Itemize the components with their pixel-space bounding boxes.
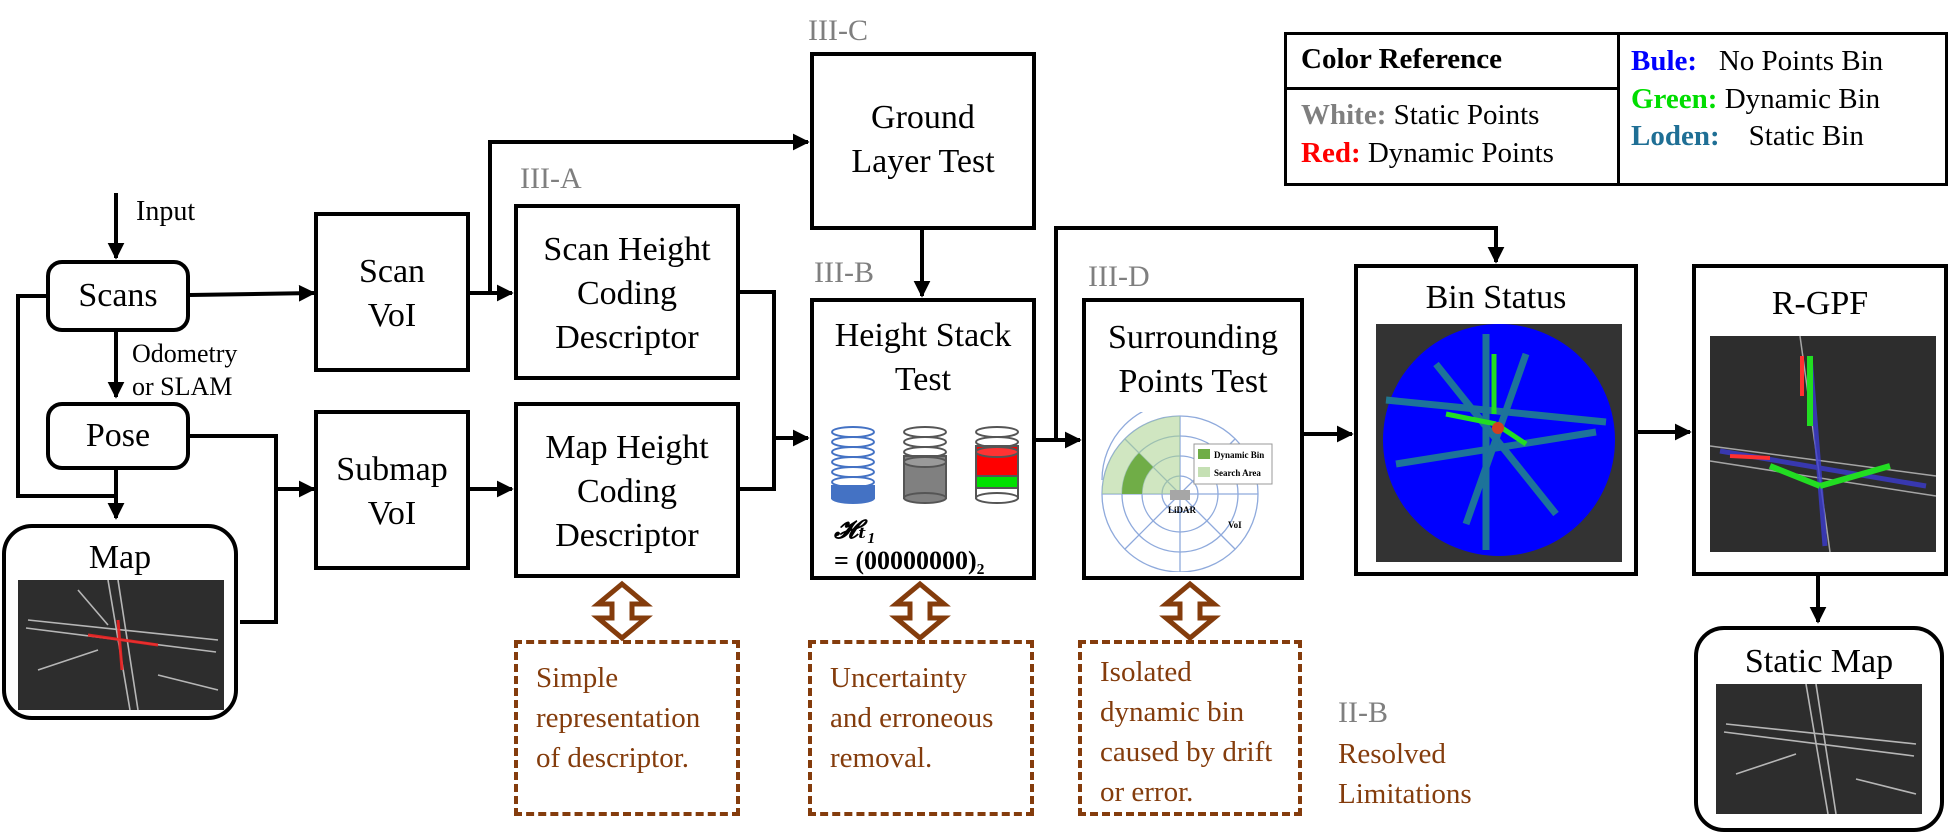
- color-reference-legend: Color Reference White: Static Points Red…: [1284, 32, 1948, 186]
- pose-to-submapvoi-arrow: [190, 434, 316, 498]
- bin-status-node: Bin Status: [1354, 264, 1638, 576]
- static-map-node: Static Map: [1694, 626, 1944, 832]
- section-tag-iii-b: III-B: [814, 256, 874, 289]
- rgpf-node: R-GPF: [1692, 264, 1948, 576]
- lidar-label: LiDAR: [1168, 505, 1197, 515]
- stack-icon-red-green: [975, 426, 1019, 504]
- mapdesc-to-heightstack-arrow: [740, 438, 776, 491]
- pose-node: Pose: [46, 402, 190, 470]
- static-map-title: Static Map: [1744, 643, 1894, 680]
- section-tag-iii-d: III-D: [1088, 260, 1150, 293]
- heightstack-to-binstatus-arrow: [1054, 226, 1505, 440]
- voi-label: VoI: [1228, 520, 1242, 530]
- bin-status-image: [1376, 324, 1622, 562]
- legend-title-rule: [1287, 87, 1617, 90]
- legend-key-green: Green:: [1631, 82, 1718, 115]
- map-node: Map: [2, 524, 238, 720]
- legend-search-area: Search Area: [1214, 468, 1261, 478]
- section-tag-iii-c: III-C: [808, 14, 868, 47]
- legend-title: Color Reference: [1301, 43, 1503, 75]
- scans-node: Scans: [46, 260, 190, 332]
- section-tag-iii-a: III-A: [520, 162, 582, 195]
- legend-dynamic-bin: Dynamic Bin: [1214, 450, 1264, 460]
- bin-status-title: Bin Status: [1425, 279, 1567, 316]
- legend-key-blue: Bule:: [1631, 45, 1698, 77]
- static-map-thumbnail: [1716, 683, 1922, 815]
- section-tag-ii-b: II-B: [1338, 696, 1388, 729]
- search-area-inset: Dynamic Bin Search Area LiDAR VoI: [1101, 412, 1273, 572]
- legend-key-loden: Loden:: [1631, 120, 1720, 153]
- scans-to-scanvoi-arrow: [189, 284, 316, 302]
- legend-right-entries: Bule: No Points Bin Green: Dynamic Bin L…: [1631, 45, 1884, 153]
- map-thumbnail: [18, 579, 224, 711]
- legend-key-white: White:: [1301, 99, 1387, 131]
- height-code-formula: 𝓗ₜ₁ = (00000000)₂: [834, 515, 985, 576]
- input-label: Input: [136, 196, 196, 227]
- double-arrow-3: [1159, 580, 1221, 642]
- map-title: Map: [88, 539, 152, 576]
- double-arrow-2: [889, 580, 951, 642]
- stack-icon-gray: [903, 426, 947, 504]
- legend-divider: [1617, 35, 1620, 183]
- scandesc-to-heightstack-arrow: [740, 290, 810, 447]
- rgpf-image: [1709, 335, 1937, 553]
- rgpf-title: R-GPF: [1771, 285, 1869, 322]
- map-to-submapvoi-arrow: [240, 489, 278, 624]
- legend-key-red: Red:: [1301, 136, 1361, 169]
- legend-left-entries: White: Static Points Red: Dynamic Points: [1301, 99, 1554, 169]
- double-arrow-1: [591, 580, 653, 642]
- stack-icon-blue: [831, 426, 875, 504]
- scanvoi-to-ground-arrow: [488, 133, 810, 293]
